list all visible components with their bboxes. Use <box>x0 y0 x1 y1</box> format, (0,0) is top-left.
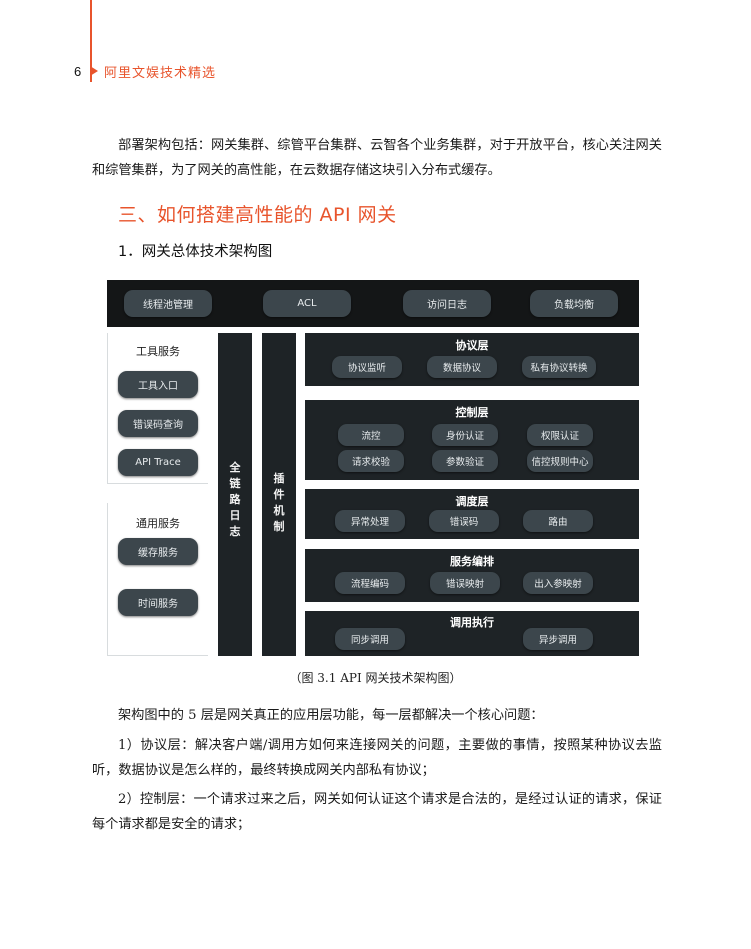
layer-item: 异步调用 <box>523 628 593 650</box>
layer-invocation: 调用执行 同步调用 异步调用 <box>305 611 639 656</box>
vchar: 路 <box>229 493 241 506</box>
pill-time-service: 时间服务 <box>118 589 198 616</box>
layer-item: 流程编码 <box>335 572 405 594</box>
vchar: 制 <box>273 520 285 533</box>
cross-cutting-bar: 线程池管理 ACL 访问日志 负载均衡 <box>107 280 639 327</box>
subsection-heading: 1．网关总体技术架构图 <box>118 244 273 260</box>
body-text: 架构图中的 5 层是网关真正的应用层功能，每一层都解决一个核心问题： <box>118 708 544 723</box>
book-title: 阿里文娱技术精选 <box>104 65 217 81</box>
vchar: 全 <box>229 461 241 474</box>
intro-paragraph: 部署架构包括：网关集群、综管平台集群、云智各个业务集群，对于开放平台，核心关注网… <box>92 133 662 183</box>
page-number: 6 <box>74 63 82 79</box>
pill-access-log: 访问日志 <box>403 290 491 317</box>
layer-item: 请求校验 <box>338 450 404 472</box>
layer-item: 错误映射 <box>430 572 500 594</box>
full-link-log-column: 全 链 路 日 志 <box>218 333 252 656</box>
layer-title: 调用执行 <box>450 616 494 629</box>
layer-title: 控制层 <box>455 406 489 419</box>
layer-item: 信控规则中心 <box>527 450 593 472</box>
layer-item: 错误码 <box>429 510 499 532</box>
margin-rule <box>90 0 92 82</box>
layer-item: 权限认证 <box>527 424 593 446</box>
figure-caption: （图 3.1 API 网关技术架构图） <box>289 671 462 685</box>
tool-services-title: 工具服务 <box>136 345 180 358</box>
body-text: 2）控制层：一个请求过来之后，网关如何认证这个请求是合法的，是经过认证的请求，保… <box>92 792 662 832</box>
pill-thread-pool: 线程池管理 <box>124 290 212 317</box>
layer-item: 协议监听 <box>332 356 402 378</box>
layer-title: 协议层 <box>455 339 489 352</box>
vchar: 件 <box>273 488 285 501</box>
vchar: 日 <box>229 509 241 522</box>
vchar: 链 <box>229 477 241 490</box>
general-services-title: 通用服务 <box>136 517 180 530</box>
layer-dispatch: 调度层 异常处理 错误码 路由 <box>305 489 639 539</box>
triangle-marker-icon <box>90 66 98 76</box>
layer-item: 同步调用 <box>335 628 405 650</box>
body-paragraph: 架构图中的 5 层是网关真正的应用层功能，每一层都解决一个核心问题： <box>92 703 662 728</box>
layer-item: 流控 <box>338 424 404 446</box>
layer-title: 调度层 <box>455 495 489 508</box>
vchar: 志 <box>229 525 241 538</box>
layer-item: 私有协议转换 <box>522 356 596 378</box>
pill-tool-entry: 工具入口 <box>118 371 198 398</box>
pill-acl: ACL <box>263 290 351 317</box>
intro-text: 部署架构包括：网关集群、综管平台集群、云智各个业务集群，对于开放平台，核心关注网… <box>92 138 662 178</box>
vchar: 机 <box>273 504 285 517</box>
pill-api-trace: API Trace <box>118 449 198 476</box>
layer-item: 参数验证 <box>432 450 498 472</box>
layer-item: 路由 <box>523 510 593 532</box>
section-heading: 三、如何搭建高性能的 API 网关 <box>118 204 397 226</box>
layer-item: 身份认证 <box>432 424 498 446</box>
pill-load-balance: 负载均衡 <box>530 290 618 317</box>
vchar: 插 <box>273 472 285 485</box>
layer-item: 出入参映射 <box>523 572 593 594</box>
body-paragraph: 2）控制层：一个请求过来之后，网关如何认证这个请求是合法的，是经过认证的请求，保… <box>92 787 662 837</box>
tool-services-box: 工具服务 工具入口 错误码查询 API Trace <box>107 333 208 484</box>
layer-title: 服务编排 <box>450 555 494 568</box>
body-text: 1）协议层：解决客户端/调用方如何来连接网关的问题，主要做的事情，按照某种协议去… <box>92 738 662 778</box>
running-header: 6 阿里文娱技术精选 <box>74 62 217 81</box>
general-services-box: 通用服务 缓存服务 时间服务 <box>107 503 208 656</box>
layer-protocol: 协议层 协议监听 数据协议 私有协议转换 <box>305 333 639 386</box>
layer-item: 异常处理 <box>335 510 405 532</box>
layer-orchestration: 服务编排 流程编码 错误映射 出入参映射 <box>305 549 639 602</box>
plugin-mechanism-column: 插 件 机 制 <box>262 333 296 656</box>
pill-cache-service: 缓存服务 <box>118 538 198 565</box>
architecture-diagram: 线程池管理 ACL 访问日志 负载均衡 工具服务 工具入口 错误码查询 API … <box>107 280 639 656</box>
pill-error-code-query: 错误码查询 <box>118 410 198 437</box>
layer-item: 数据协议 <box>427 356 497 378</box>
body-paragraph: 1）协议层：解决客户端/调用方如何来连接网关的问题，主要做的事情，按照某种协议去… <box>92 733 662 783</box>
layer-control: 控制层 流控 身份认证 权限认证 请求校验 参数验证 信控规则中心 <box>305 400 639 480</box>
